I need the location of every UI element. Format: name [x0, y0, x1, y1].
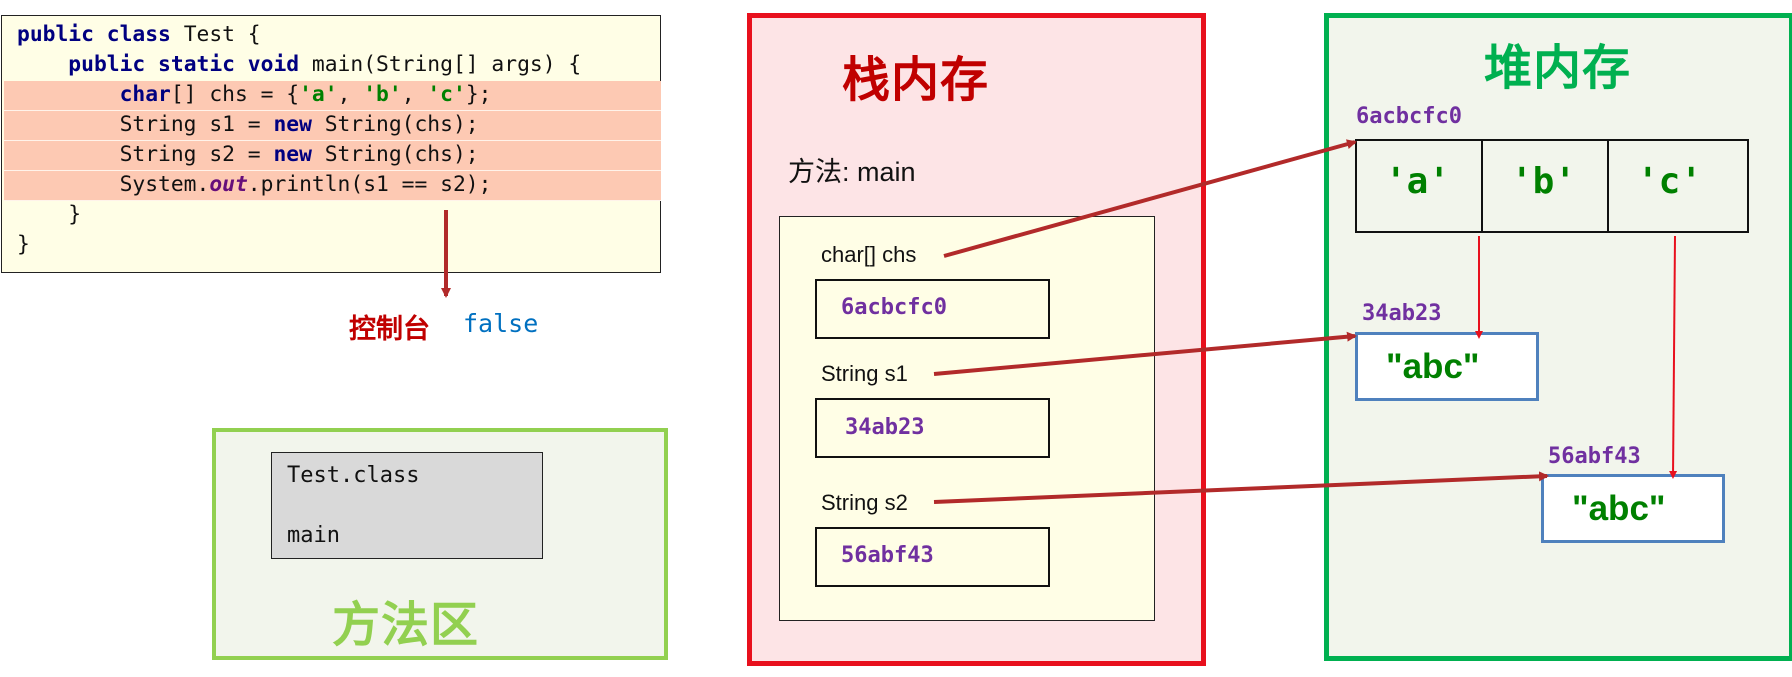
highlight-row — [4, 111, 661, 141]
code-token: [] chs = { — [170, 82, 300, 107]
var-value-chs: 6acbcfc0 — [841, 295, 947, 320]
code-token: 'a' — [299, 82, 338, 107]
string-address-1: 34ab23 — [1362, 301, 1442, 326]
stack-method-label: 方法: main — [788, 157, 916, 187]
var-box-s1: 34ab23 — [815, 398, 1050, 458]
var-box-s2: 56abf43 — [815, 527, 1050, 587]
array-cell-value: 'c' — [1637, 161, 1703, 202]
code-token: new — [273, 142, 312, 167]
array-cell-a: 'a' — [1355, 139, 1483, 233]
code-token: Test { — [170, 22, 261, 47]
code-token: char — [119, 82, 171, 107]
code-token: main(String[] args) { — [299, 52, 582, 77]
class-name: Test.class — [287, 463, 420, 488]
code-token: public static void — [68, 52, 300, 77]
var-value-s2: 56abf43 — [841, 543, 934, 568]
heap-title: 堆内存 — [1484, 42, 1632, 95]
code-line: String s2 = new String(chs); — [17, 140, 479, 170]
code-token: , — [401, 82, 428, 107]
code-token: System. — [17, 172, 210, 197]
code-token: String s1 = — [17, 112, 274, 137]
code-token: 'c' — [427, 82, 466, 107]
var-label-chs: char[] chs — [821, 242, 917, 267]
code-token: } — [17, 202, 82, 227]
code-token — [17, 52, 68, 77]
method-area-title: 方法区 — [332, 599, 480, 652]
code-token: out — [209, 172, 248, 197]
code-token: , — [337, 82, 364, 107]
code-token: String(chs); — [311, 142, 479, 167]
string-value-1: "abc" — [1386, 347, 1480, 386]
code-line: } — [17, 200, 81, 230]
array-cell-b: 'b' — [1481, 139, 1609, 233]
highlight-row — [4, 171, 661, 201]
highlight-row — [4, 141, 661, 171]
code-token: .println(s1 == s2); — [247, 172, 492, 197]
stack-title: 栈内存 — [842, 54, 990, 107]
string-address-2: 56abf43 — [1548, 444, 1641, 469]
string-object-1: "abc" — [1355, 332, 1539, 401]
class-method: main — [287, 523, 340, 548]
code-line: System.out.println(s1 == s2); — [17, 170, 492, 200]
code-token — [17, 82, 120, 107]
code-token: } — [17, 232, 30, 257]
highlight-row — [4, 81, 661, 111]
array-cell-value: 'a' — [1385, 161, 1451, 202]
code-token: 'b' — [363, 82, 402, 107]
code-line: char[] chs = {'a', 'b', 'c'}; — [17, 80, 492, 110]
code-line: String s1 = new String(chs); — [17, 110, 479, 140]
array-cell-value: 'b' — [1511, 161, 1577, 202]
class-box — [271, 452, 543, 559]
code-token: public class — [17, 22, 171, 47]
var-label-s1: String s1 — [821, 361, 908, 386]
console-value: false — [463, 309, 539, 338]
string-value-2: "abc" — [1572, 489, 1666, 528]
var-box-chs: 6acbcfc0 — [815, 279, 1050, 339]
code-panel: public class Test { public static void m… — [1, 15, 661, 273]
code-line: } — [17, 230, 30, 260]
code-token: String s2 = — [17, 142, 274, 167]
code-line: public static void main(String[] args) { — [17, 50, 581, 80]
var-label-s2: String s2 — [821, 490, 908, 515]
array-address: 6acbcfc0 — [1356, 104, 1462, 129]
var-value-s1: 34ab23 — [845, 415, 925, 440]
array-cell-c: 'c' — [1607, 139, 1749, 233]
console-label: 控制台 — [349, 314, 430, 344]
string-object-2: "abc" — [1541, 474, 1725, 543]
code-line: public class Test { — [17, 20, 261, 50]
code-token: String(chs); — [311, 112, 479, 137]
code-token: }; — [465, 82, 492, 107]
code-token: new — [273, 112, 312, 137]
